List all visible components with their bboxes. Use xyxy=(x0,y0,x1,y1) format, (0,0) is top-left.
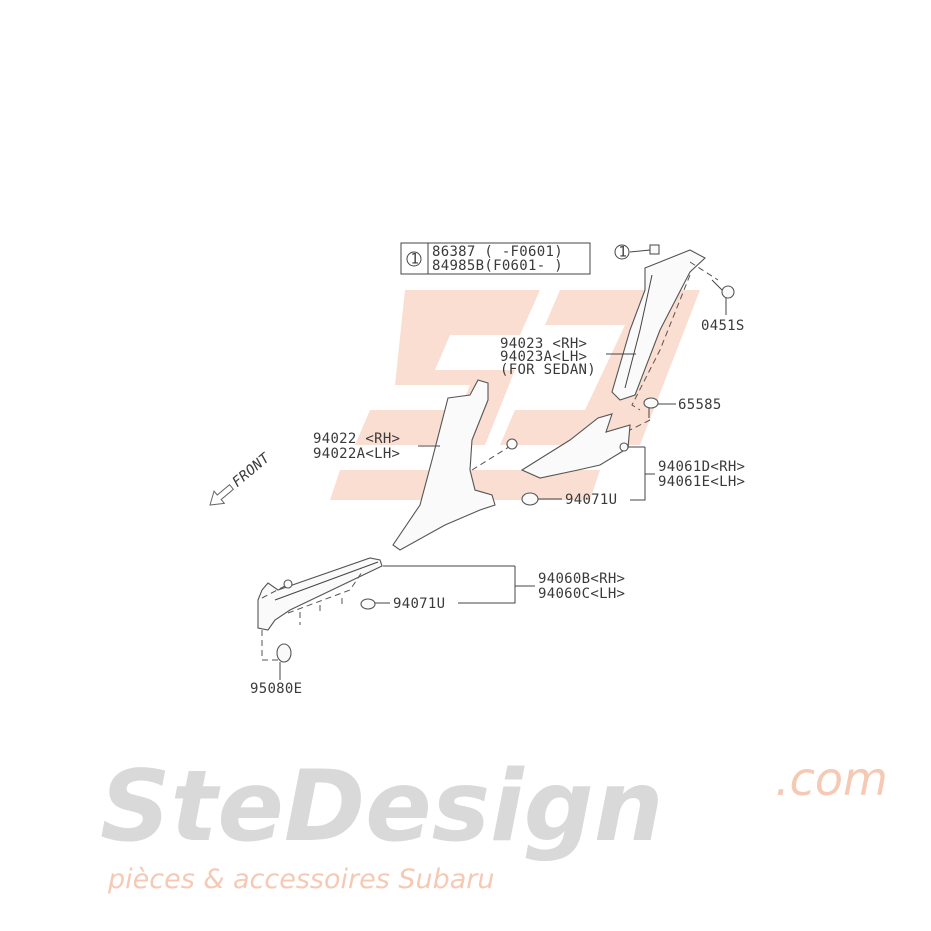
callout-for-sedan: (FOR SEDAN) xyxy=(500,362,596,378)
callout-94022: 94022 <RH> xyxy=(313,431,400,447)
side-sill-trim xyxy=(257,557,535,631)
front-direction-arrow-icon: FRONT xyxy=(209,449,274,506)
clip-icon xyxy=(521,492,562,506)
callout-94061e: 94061E<LH> xyxy=(658,474,745,490)
callout-94022a: 94022A<LH> xyxy=(313,446,400,462)
clip-icon xyxy=(360,598,376,610)
b-pillar-upper-trim: 1 0451S 94023 <RH> 94023A<LH> (FOR SEDAN… xyxy=(500,244,745,411)
a-pillar-trim xyxy=(392,379,518,551)
front-label: FRONT xyxy=(229,449,274,490)
note-ref: 1 xyxy=(411,252,420,268)
note-line-1: 86387 ( -F0601) xyxy=(432,244,563,260)
watermark-tagline: pièces & accessoires Subaru xyxy=(107,864,495,895)
callout-94071u-upper: 94071U xyxy=(565,492,617,508)
note-line-2: 84985B(F0601- ) xyxy=(432,258,563,274)
callout-94060c: 94060C<LH> xyxy=(538,586,625,602)
b-pillar-lower-trim xyxy=(520,413,655,501)
callout-94061d: 94061D<RH> xyxy=(658,459,745,475)
ref-circle-icon xyxy=(406,251,422,267)
clip-icon xyxy=(649,244,660,255)
callout-95080e: 95080E xyxy=(250,681,302,697)
screw-icon xyxy=(711,279,735,315)
grommet-icon xyxy=(261,630,292,680)
note-box: 1 86387 ( -F0601) 84985B(F0601- ) xyxy=(400,242,591,275)
callout-94071u-lower: 94071U xyxy=(393,596,445,612)
screw-icon xyxy=(506,438,518,450)
callout-65585: 65585 xyxy=(678,397,722,413)
watermark-domain: .com xyxy=(775,752,888,806)
callout-94023: 94023 <RH> xyxy=(500,336,587,352)
callout-94060b: 94060B<RH> xyxy=(538,571,625,587)
watermark-brand: SteDesign xyxy=(100,750,664,864)
callout-94023a: 94023A<LH> xyxy=(500,349,587,365)
callout-0451s: 0451S xyxy=(701,318,745,334)
ref-clip-label: 1 xyxy=(619,245,628,261)
